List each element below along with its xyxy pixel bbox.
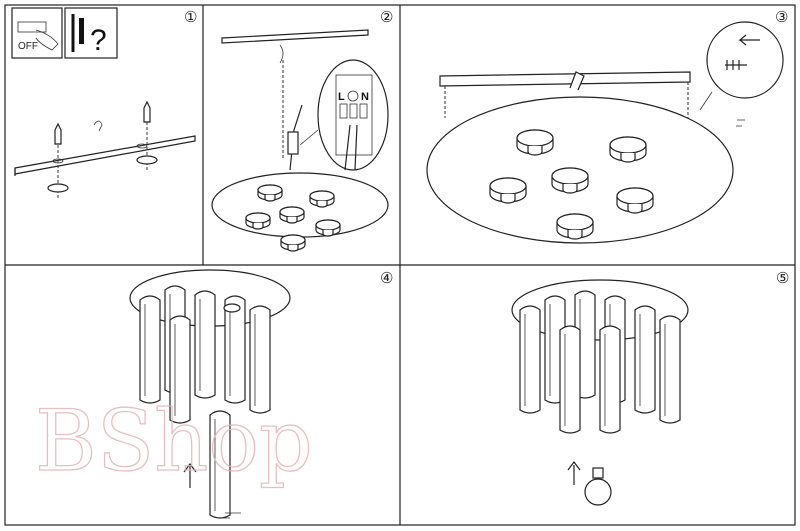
step-number: ⑤ — [776, 270, 789, 287]
terminal-block-callout — [317, 59, 389, 171]
step-3-panel: ③ — [426, 9, 788, 244]
step-2-panel: ② L N — [211, 9, 393, 252]
power-off-icon: OFF — [11, 7, 63, 59]
screw-plug-question-icon: ? — [64, 7, 118, 59]
neutral-terminal-label: N — [361, 91, 369, 103]
off-label: OFF — [18, 41, 38, 52]
question-mark: ? — [90, 24, 107, 57]
bulb-icon — [584, 478, 612, 506]
screw-detail-callout — [706, 21, 784, 99]
panel-grid — [4, 4, 796, 526]
step-number: ③ — [775, 9, 788, 26]
mounting-bar — [14, 100, 196, 200]
step-number: ① — [184, 9, 197, 26]
live-terminal-label: L — [338, 91, 345, 103]
step-1-panel: ① OFF ? — [11, 7, 197, 200]
step-number: ④ — [380, 270, 393, 287]
watermark: BShop — [35, 392, 313, 490]
ceiling-plate — [211, 172, 389, 238]
step-4-panel: ④ — [129, 269, 393, 519]
step-number: ② — [380, 9, 393, 26]
step-5-panel: ⑤ — [511, 270, 789, 506]
